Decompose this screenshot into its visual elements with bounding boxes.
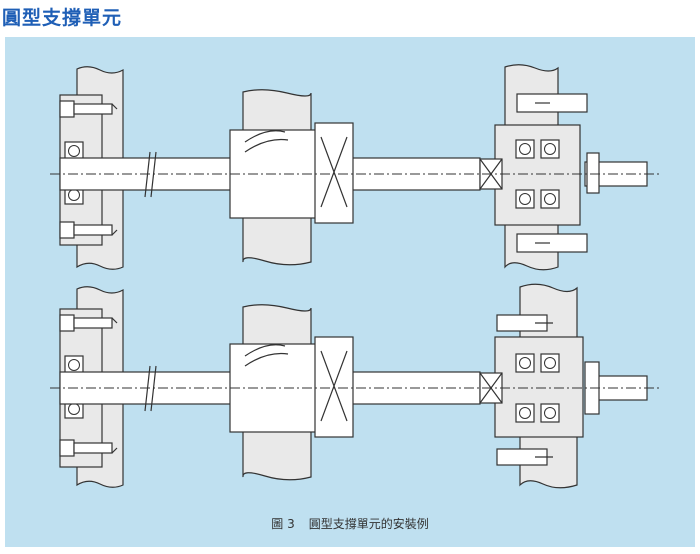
upper-left-bolt-bottom <box>59 221 118 239</box>
figure-number: 圖 3 <box>271 517 295 531</box>
lower-left-bolt-bottom <box>59 439 118 457</box>
lower-right-bearing-2 <box>540 353 560 373</box>
figure-caption: 圖 3 圓型支撐單元的安裝例 <box>5 515 695 532</box>
lower-right-bearing-3 <box>515 403 535 423</box>
upper-left-bearing-1 <box>64 141 84 161</box>
lower-left-bearing-1 <box>64 355 84 375</box>
page-title: 圓型支撐單元 <box>2 7 123 29</box>
upper-right-bearing-4 <box>540 189 560 209</box>
lower-right-bearing-1 <box>515 353 535 373</box>
upper-right-bearing-2 <box>540 139 560 159</box>
upper-assembly <box>50 64 660 271</box>
figure-panel: .p { fill: #e9e9e9; stroke: #333; stroke… <box>5 37 695 547</box>
mounting-drawing: .p { fill: #e9e9e9; stroke: #333; stroke… <box>50 64 660 489</box>
lower-support-unit <box>494 336 584 438</box>
upper-right-bearing-1 <box>515 139 535 159</box>
upper-left-bolt-top <box>59 100 118 118</box>
lower-right-bearing-4 <box>540 403 560 423</box>
lower-assembly <box>50 283 660 489</box>
figure-caption-text: 圓型支撐單元的安裝例 <box>308 517 429 531</box>
upper-right-bearing-3 <box>515 189 535 209</box>
lower-left-bolt-top <box>59 314 118 332</box>
upper-support-unit <box>494 124 581 226</box>
